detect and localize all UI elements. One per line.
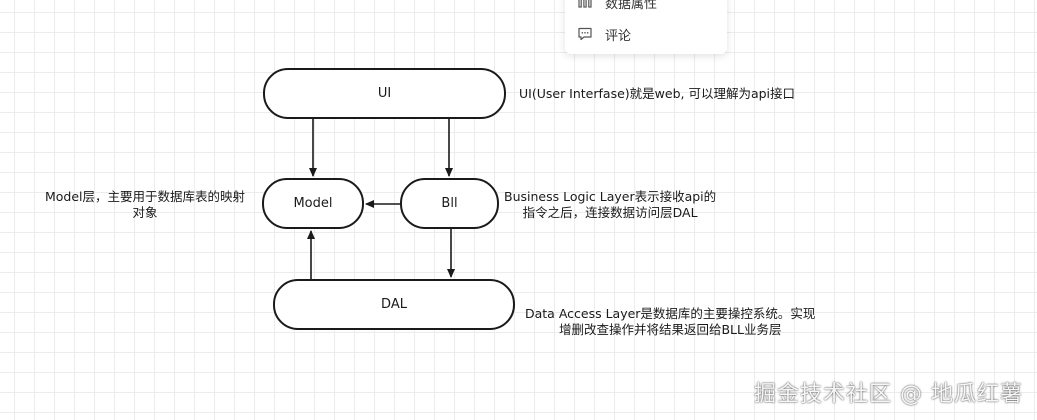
note-dal[interactable]: Data Access Layer是数据库的主要操控系统。实现 增删改查操作并将… bbox=[525, 306, 815, 338]
note-bll[interactable]: Business Logic Layer表示接收api的 指令之后，连接数据访问… bbox=[504, 189, 716, 221]
node-label: UI bbox=[377, 86, 392, 101]
note-line: UI(User Interfase)就是web, 可以理解为api接口 bbox=[519, 86, 796, 101]
note-line: 指令之后，连接数据访问层DAL bbox=[522, 205, 698, 220]
watermark: 掘金技术社区 @ 地瓜红薯 bbox=[754, 382, 1023, 407]
data-attributes-icon bbox=[577, 0, 593, 10]
node-label: Bll bbox=[441, 196, 458, 211]
node-bll[interactable]: Bll bbox=[400, 178, 499, 229]
note-line: 对象 bbox=[132, 205, 158, 220]
node-ui[interactable]: UI bbox=[263, 68, 506, 119]
menu-item-label: 数据属性 bbox=[605, 0, 658, 12]
menu-item-comment[interactable]: 评论 bbox=[577, 22, 631, 46]
comment-icon bbox=[577, 26, 593, 42]
note-model[interactable]: Model层，主要用于数据库表的映射 对象 bbox=[45, 189, 245, 221]
node-dal[interactable]: DAL bbox=[273, 279, 515, 330]
node-label: Model bbox=[293, 196, 333, 211]
note-line: 增删改查操作并将结果返回给BLL业务层 bbox=[558, 322, 782, 337]
note-ui[interactable]: UI(User Interfase)就是web, 可以理解为api接口 bbox=[519, 86, 795, 102]
menu-item-data-attributes[interactable]: 数据属性 bbox=[577, 0, 657, 14]
node-model[interactable]: Model bbox=[262, 178, 364, 229]
context-menu: 数据属性 评论 bbox=[565, 0, 727, 54]
menu-item-label: 评论 bbox=[605, 28, 632, 44]
note-line: Data Access Layer是数据库的主要操控系统。实现 bbox=[525, 306, 816, 321]
node-label: DAL bbox=[381, 297, 407, 312]
note-line: Model层，主要用于数据库表的映射 bbox=[45, 189, 246, 204]
note-line: Business Logic Layer表示接收api的 bbox=[504, 189, 717, 204]
